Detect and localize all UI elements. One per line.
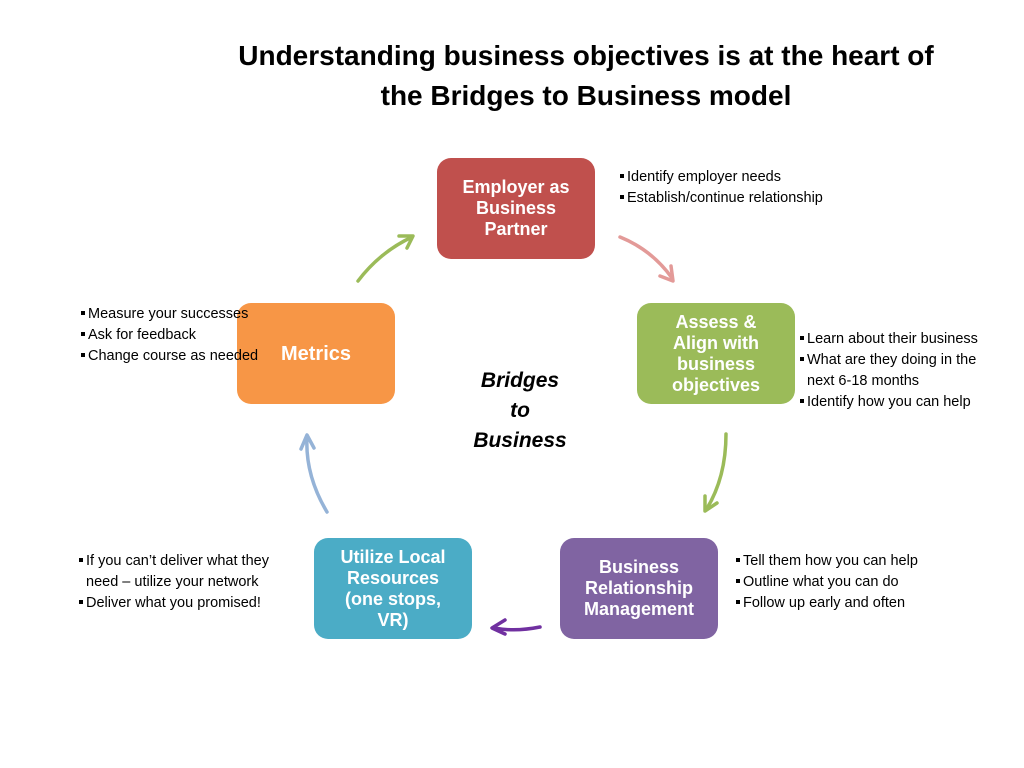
bullets-metrics: Measure your successes Ask for feedback … bbox=[81, 304, 271, 367]
arrow-employer-to-assess bbox=[618, 235, 674, 280]
list-item: Identify employer needs bbox=[620, 167, 880, 188]
list-item: Outline what you can do bbox=[736, 572, 1006, 593]
bullets-brm: Tell them how you can help Outline what … bbox=[736, 551, 1006, 614]
list-item: If you can’t deliver what they need – ut… bbox=[79, 551, 314, 593]
bullets-employer: Identify employer needs Establish/contin… bbox=[620, 167, 880, 209]
list-item: Learn about their business bbox=[800, 329, 1015, 350]
node-metrics: Metrics bbox=[237, 303, 395, 404]
arrow-local-to-metrics bbox=[305, 435, 329, 514]
arrow-assess-to-brm-head bbox=[703, 494, 719, 513]
node-employer-label: Employer as Business Partner bbox=[462, 177, 570, 239]
node-utilize-local-resources: Utilize Local Resources (one stops, VR) bbox=[314, 538, 472, 639]
list-item: Deliver what you promised! bbox=[79, 593, 314, 614]
node-business-relationship-management: Business Relationship Management bbox=[560, 538, 718, 639]
node-assess-align: Assess & Align with business objectives bbox=[637, 303, 795, 404]
center-label-line-3: Business bbox=[473, 429, 567, 452]
list-item: Measure your successes bbox=[81, 304, 271, 325]
node-brm-label: Business Relationship Management bbox=[583, 557, 695, 619]
arrow-local-to-metrics-head bbox=[299, 433, 316, 451]
arrow-brm-to-local bbox=[492, 625, 542, 632]
arrow-metrics-to-employer-head bbox=[397, 234, 415, 250]
list-item: Change course as needed bbox=[81, 346, 271, 367]
bullets-local: If you can’t deliver what they need – ut… bbox=[79, 551, 314, 614]
bullets-assess: Learn about their business What are they… bbox=[800, 329, 1015, 413]
node-assess-label: Assess & Align with business objectives bbox=[671, 311, 761, 395]
list-item: Follow up early and often bbox=[736, 593, 1006, 614]
title-line-1: Understanding business objectives is at … bbox=[238, 40, 934, 71]
arrow-employer-to-assess-head bbox=[658, 264, 675, 283]
list-item: Ask for feedback bbox=[81, 325, 271, 346]
center-label-line-1: Bridges bbox=[480, 369, 560, 392]
list-item: Establish/continue relationship bbox=[620, 188, 880, 209]
list-item: Tell them how you can help bbox=[736, 551, 1006, 572]
node-local-label: Utilize Local Resources (one stops, VR) bbox=[340, 546, 446, 630]
arrow-brm-to-local-head bbox=[490, 618, 507, 636]
page-title: Understanding business objectives is at … bbox=[180, 36, 992, 116]
node-employer-as-business-partner: Employer as Business Partner bbox=[437, 158, 595, 259]
arrow-metrics-to-employer bbox=[356, 235, 414, 283]
list-item: What are they doing in the next 6-18 mon… bbox=[800, 350, 1015, 392]
center-label-line-2: to bbox=[510, 399, 530, 422]
list-item: Identify how you can help bbox=[800, 392, 1015, 413]
title-line-2: the Bridges to Business model bbox=[380, 80, 792, 111]
node-metrics-label: Metrics bbox=[280, 342, 352, 365]
center-label: Bridges to Business bbox=[455, 366, 585, 456]
arrow-assess-to-brm bbox=[704, 432, 728, 512]
